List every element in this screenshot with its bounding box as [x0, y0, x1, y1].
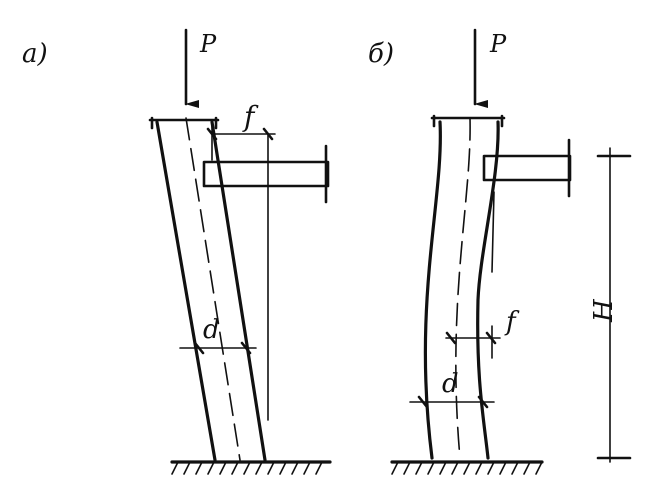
panel-a-column-axis: [185, 117, 241, 461]
panel-b-diameter-tick-1: [417, 395, 429, 409]
panel-b-diameter-label: d: [442, 369, 459, 399]
panel-b-tag: б): [368, 39, 394, 69]
panel-a-load-label: P: [199, 30, 217, 58]
panel-a-bracket: [202, 160, 330, 188]
panel-b-offset-label: f: [504, 307, 520, 337]
panel-a-offset-tick-2: [262, 127, 274, 141]
panel-b-diameter-tick-2: [477, 395, 489, 409]
panel-a-ground-hatch: [171, 461, 323, 475]
panel-a-column-right-edge: [210, 120, 267, 462]
panel-b-height-label: H: [589, 298, 619, 323]
panel-b-column-left-edge: [423, 120, 442, 460]
panel-a-column-left-edge: [155, 120, 217, 462]
panel-b-ground-hatch: [391, 461, 543, 475]
panel-b-deflection-line: [491, 191, 495, 273]
panel-b: б) P f d H: [368, 28, 632, 475]
panel-b-load-label: P: [489, 30, 507, 58]
panel-b-column-right-edge: [476, 120, 500, 460]
panel-a-diameter-tick-1: [193, 341, 205, 355]
panel-b-offset-tick-1: [445, 331, 457, 345]
panel-a-tag: а): [22, 39, 48, 69]
panel-a: а) P f d: [22, 28, 332, 475]
panel-a-diameter-label: d: [203, 315, 220, 345]
panel-a-offset-label: f: [242, 100, 259, 133]
panel-b-offset-tick-2: [485, 331, 497, 345]
panel-b-column-axis: [455, 117, 471, 459]
panel-a-diameter-tick-2: [240, 341, 252, 355]
